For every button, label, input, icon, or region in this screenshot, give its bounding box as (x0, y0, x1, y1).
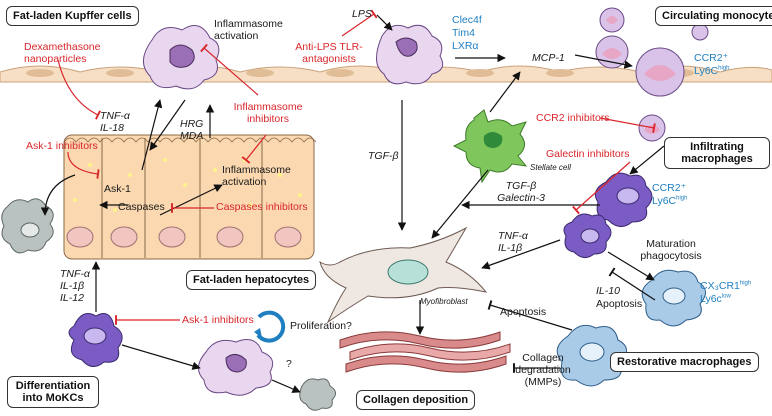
label-ly6c-infiltrating: Ly6Chigh (652, 195, 688, 207)
label-tnf-il18: TNF-α IL-18 (100, 110, 130, 134)
label-hrg-mda: HRG MDA (180, 118, 204, 142)
label-cx3cr1: CX₃CR1high (700, 280, 752, 292)
label-collagen-degradation: Collagen degradation (MMPs) (515, 352, 571, 388)
central-macrophage (563, 213, 612, 258)
label-tim4: Tim4 (452, 27, 475, 39)
label-question: ? (286, 358, 292, 370)
label-anti-lps: Anti-LPS TLR-antagonists (295, 41, 363, 65)
mokc-cell (198, 339, 274, 396)
label-inflammasome-inhibitors: Inflammasome inhibitors (233, 101, 303, 125)
label-apoptosis-right: Apoptosis (596, 298, 643, 310)
necrotic-cell (1, 198, 54, 254)
label-ask1-inhibitors-bottom: Ask-1 inhibitors (182, 314, 254, 326)
label-ask1: Ask-1 (104, 183, 131, 195)
label-ly6c-low: Ly6clow (700, 293, 731, 305)
title-restorative: Restorative macrophages (610, 352, 759, 372)
label-dexamethasone: Dexamethasone nanoparticles (24, 41, 101, 65)
inhibitor-lines (57, 9, 656, 325)
title-kupffer: Fat-laden Kupffer cells (6, 6, 139, 26)
kupffer-cell (143, 25, 220, 90)
restorative-macrophage-upper (641, 269, 706, 327)
label-tgfb-galectin: TGF-β Galectin-3 (497, 180, 545, 204)
inhibition-lines-black (487, 267, 656, 373)
title-differentiation: Differentiation into MoKCs (7, 376, 99, 408)
label-tnf-il1b: TNF-α IL-1β (498, 230, 528, 254)
title-infiltrating: Infiltrating macrophages (664, 137, 770, 169)
label-tnf-il1b-il12: TNF-α IL-1β IL-12 (60, 268, 90, 304)
label-clec4f: Clec4f (452, 14, 482, 26)
small-grey-cell (299, 378, 336, 411)
label-caspases-inhibitors: Caspases inhibitors (216, 201, 308, 213)
label-inflammasome-activation-top: Inflammasome activation (214, 18, 283, 42)
proliferation-icon (254, 310, 286, 343)
label-stellate-cell: Stellate cell (530, 163, 571, 172)
label-maturation: Maturation phagocytosis (640, 238, 702, 262)
label-inflammasome-activation-hep: Inflammasome activation (222, 164, 291, 188)
title-monocytes: Circulating monocytes (655, 6, 772, 26)
label-ccr2-infiltrating: CCR2⁺ (652, 182, 687, 194)
label-caspases: Caspases (118, 201, 165, 213)
label-lps: LPS (352, 8, 372, 20)
label-ask1-inhibitors-top: Ask-1 inhibitors (26, 140, 98, 152)
label-ly6c-monocytes: Ly6Chigh (694, 65, 730, 77)
label-tgfb-left: TGF-β (368, 150, 399, 162)
stellate-cell (452, 109, 528, 184)
label-il10: IL-10 (596, 285, 620, 297)
label-ccr2-inhibitors: CCR2 inhibitors (536, 112, 610, 124)
restorative-macrophage-lower (556, 324, 627, 387)
collagen-fibres (339, 331, 511, 373)
label-myofibroblast: Myofibroblast (420, 297, 468, 306)
infiltrating-macrophage-bottom (68, 313, 123, 367)
activation-arrows (40, 14, 665, 393)
title-hepatocytes: Fat-laden hepatocytes (186, 270, 317, 290)
label-galectin-inhibitors: Galectin inhibitors (546, 148, 630, 160)
label-lxra: LXRα (452, 40, 479, 52)
hepatocyte-row (63, 134, 317, 260)
label-ccr2-monocytes: CCR2⁺ (694, 52, 729, 64)
label-proliferation: Proliferation? (290, 320, 352, 332)
myofibroblast (319, 226, 488, 324)
label-apoptosis-mid: Apoptosis (500, 306, 547, 318)
lps-kupffer-cell (376, 24, 444, 85)
title-collagen: Collagen deposition (356, 390, 476, 410)
infiltrating-macrophage (594, 172, 653, 227)
label-mcp1: MCP-1 (532, 52, 565, 64)
